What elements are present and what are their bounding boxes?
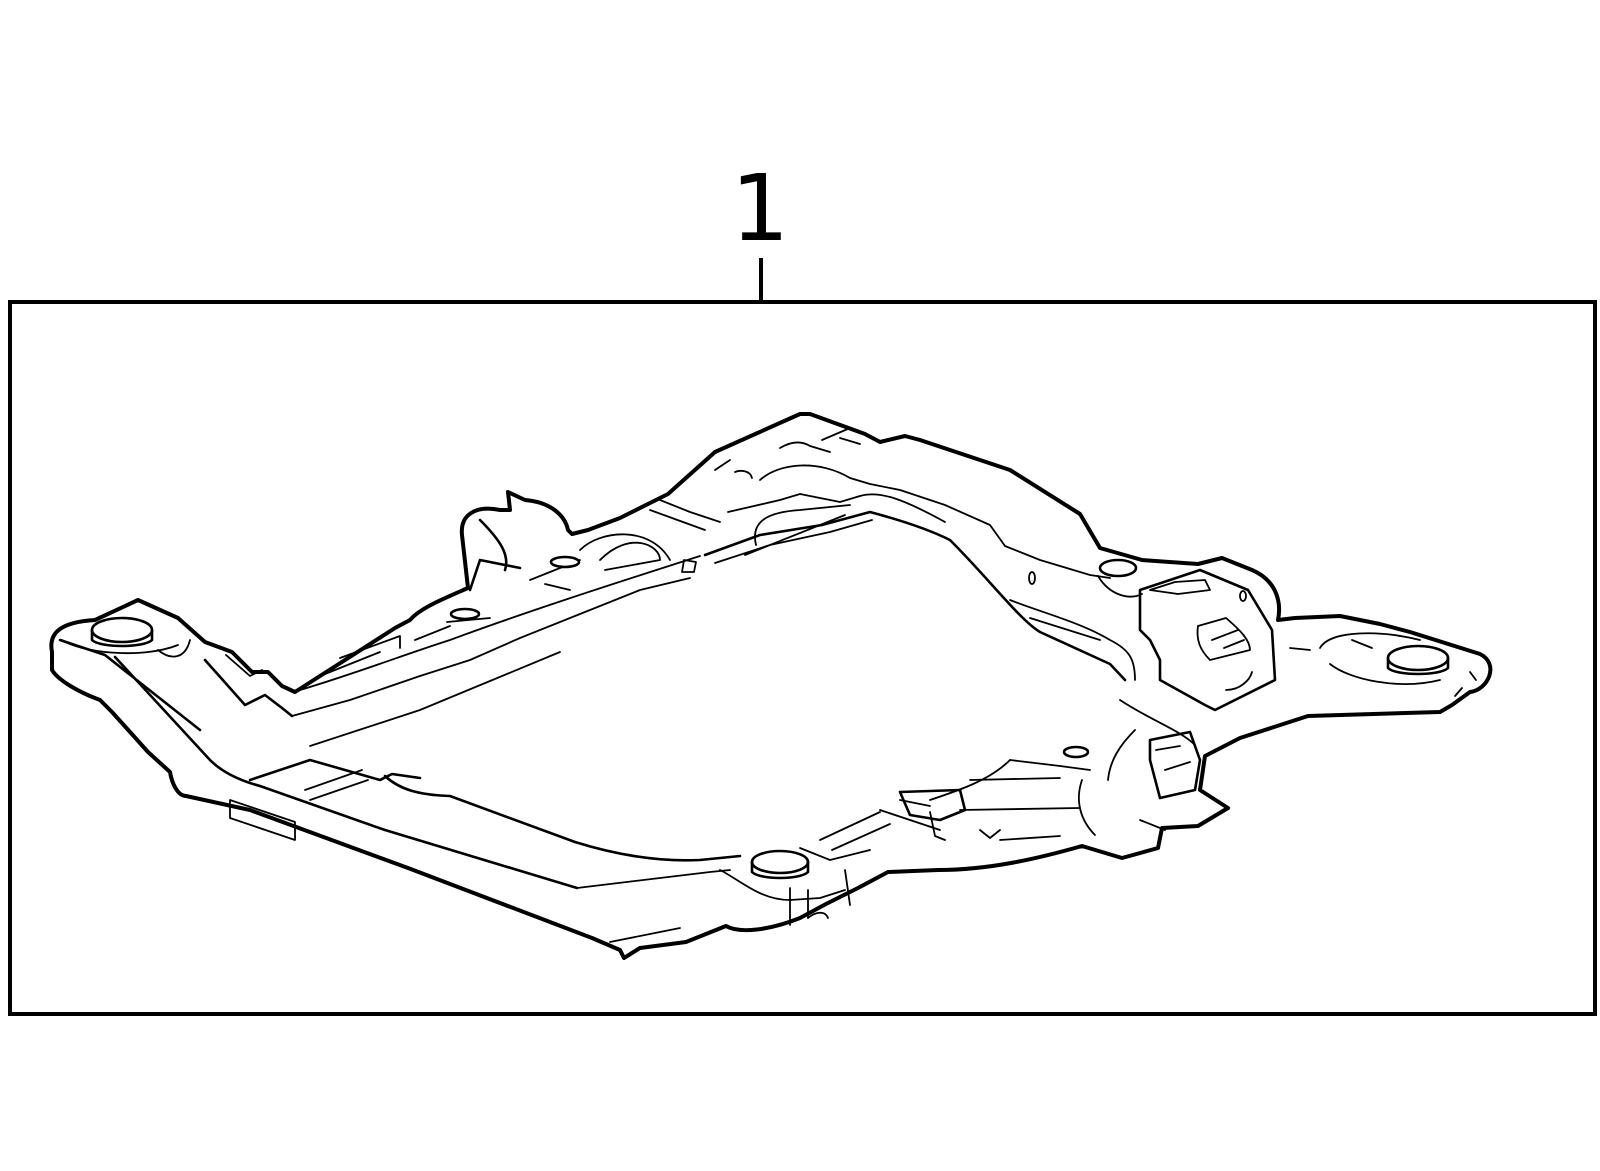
front-bushing <box>750 849 810 875</box>
right-bushing <box>1386 644 1450 672</box>
engine-cradle-subframe-illustration[interactable] <box>49 412 1493 960</box>
subframe-outline <box>49 412 1493 960</box>
part-group-box <box>8 300 1597 1016</box>
callout-number-1[interactable]: 1 <box>731 155 790 262</box>
left-bushing <box>90 616 154 644</box>
